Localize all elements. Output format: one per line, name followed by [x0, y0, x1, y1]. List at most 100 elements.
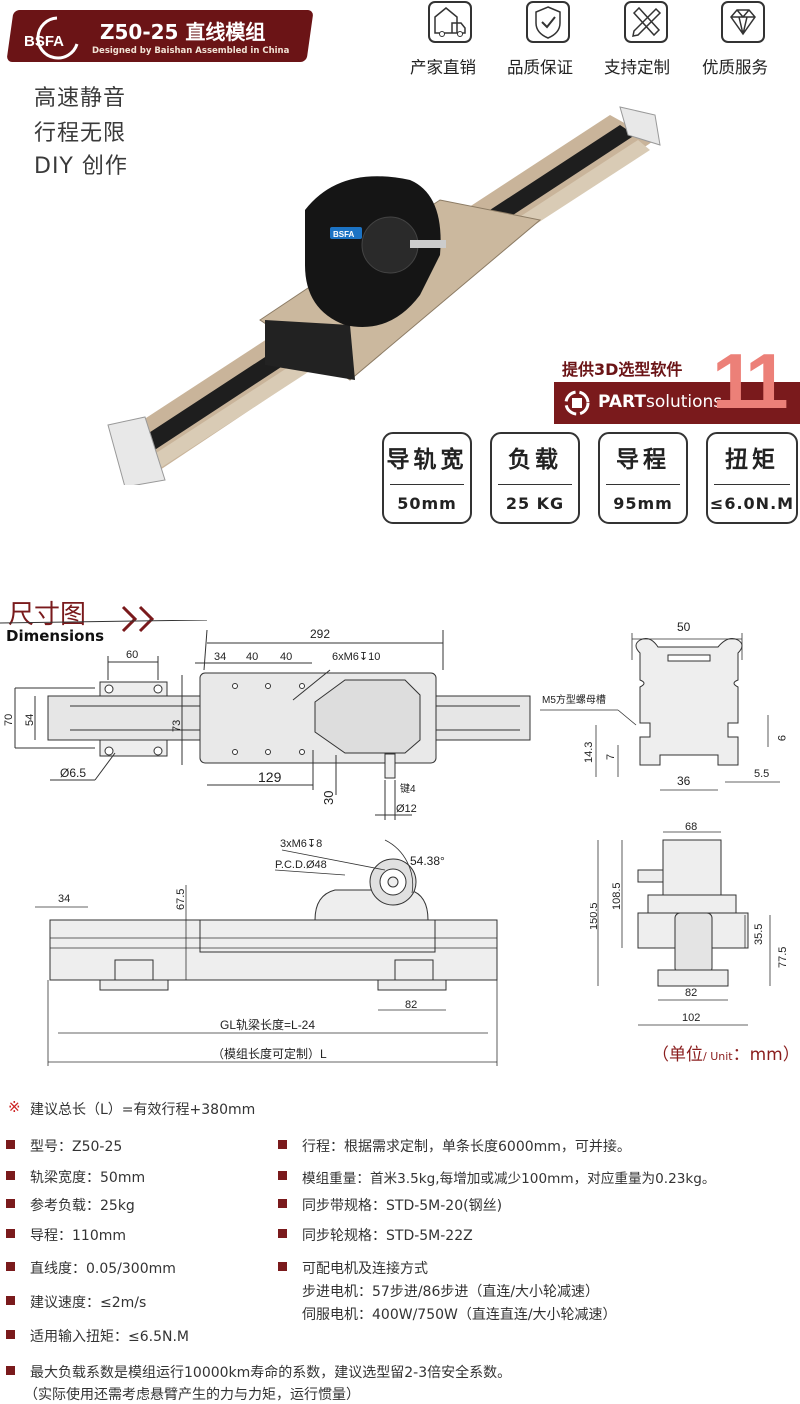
bullet — [6, 1140, 15, 1149]
dim-70: 70 — [3, 714, 15, 726]
dim-7: 7 — [605, 754, 617, 760]
tagline: 高速静音 — [34, 86, 127, 111]
footer-note: 最大负载系数是模组运行10000km寿命的系数，建议选型留2-3倍安全系数。 — [30, 1365, 512, 1381]
factory-truck-icon — [428, 1, 472, 43]
service-label: 品质保证 — [507, 58, 573, 77]
dim-40: 40 — [246, 651, 258, 663]
shield-check-icon — [526, 1, 570, 43]
double-chevron-icon — [121, 605, 155, 633]
bullet — [6, 1199, 15, 1208]
dim-292: 292 — [310, 627, 330, 641]
spec-item: 同步带规格：STD-5M-20(钢丝) — [302, 1198, 503, 1214]
page-title: Z50-25 直线模组 — [100, 20, 266, 44]
dim-hole-dia: Ø6.5 — [60, 766, 86, 780]
dim-14-3: 14.3 — [583, 742, 595, 763]
spec-item: 适用输入扭矩：≤6.5N.M — [30, 1329, 189, 1345]
brand-bold: PART — [598, 392, 646, 412]
spec-label: 负载 — [508, 447, 562, 473]
unit-cn: （单位 — [652, 1045, 703, 1065]
spec-label: 扭矩 — [725, 447, 779, 473]
dim-key: 键4 — [400, 782, 416, 795]
dim-82: 82 — [685, 987, 697, 999]
bullet — [6, 1296, 15, 1305]
bullet — [6, 1171, 15, 1180]
brand-rest: solutions — [645, 392, 723, 412]
dim-60: 60 — [126, 649, 138, 661]
bsfa-logo: BSFA — [24, 16, 79, 60]
spec-item: 导程：110mm — [30, 1228, 126, 1244]
note-total-length: 建议总长（L）=有效行程+380mm — [30, 1102, 256, 1118]
service-label: 优质服务 — [702, 58, 768, 77]
dim-150-5: 150.5 — [590, 902, 600, 930]
dim-3xm6: 3xM6↧8 — [280, 838, 322, 850]
note-mark: ※ — [8, 1098, 21, 1116]
dimensions-title-cn: 尺寸图 — [8, 600, 87, 630]
dim-67-5: 67.5 — [175, 889, 187, 910]
dim-68: 68 — [685, 821, 697, 833]
spec-item: 模组重量：首米3.5kg,每增加或减少100mm，对应重量为0.23kg。 — [302, 1171, 716, 1187]
dim-shaft: Ø12 — [396, 803, 417, 815]
dim-40: 40 — [280, 651, 292, 663]
section-view-drawing: 50 M5方型螺母槽 14.3 7 9 36 5.5 — [540, 620, 787, 791]
service-label: 产家直销 — [410, 58, 476, 77]
service-label: 支持定制 — [604, 58, 670, 77]
partsolutions-bar — [554, 382, 800, 424]
spec-value: 50mm — [397, 494, 457, 513]
bullet — [278, 1262, 287, 1271]
bullet — [6, 1229, 15, 1238]
dim-50: 50 — [677, 620, 691, 634]
motor-option: 伺服电机：400W/750W（直连直连/大小轮减速） — [302, 1307, 617, 1323]
unit-en: / Unit — [703, 1050, 733, 1063]
dim-pcd: P.C.D.Ø48 — [275, 859, 327, 871]
dim-holes: 6xM6↧10 — [332, 651, 380, 663]
bullet — [6, 1262, 15, 1271]
linear-module-image: BSFA — [107, 106, 661, 485]
spec-torque: 扭矩 ≤6.0N.M — [706, 432, 798, 524]
spec-item: 可配电机及连接方式 — [302, 1261, 428, 1277]
partsolutions-version: 11 — [712, 337, 789, 425]
top-view-drawing: 292 34 40 40 6xM6↧10 60 70 54 73 Ø6.5 12… — [0, 620, 531, 820]
tagline: DIY 创作 — [34, 154, 128, 179]
bullet — [278, 1229, 287, 1238]
dim-34-side: 34 — [58, 893, 70, 905]
page-subtitle: Designed by Baishan Assembled in China — [92, 46, 290, 56]
dim-35-5: 35.5 — [753, 924, 765, 945]
dim-54: 54 — [24, 714, 36, 726]
dim-34: 34 — [214, 651, 226, 663]
unit-value: ：mm） — [732, 1045, 800, 1065]
spec-item: 直线度：0.05/300mm — [30, 1261, 176, 1277]
dim-73: 73 — [171, 720, 183, 732]
dim-30: 30 — [321, 791, 336, 805]
dimensions-title-en: Dimensions — [6, 627, 105, 645]
unit-label: （单位/ Unit：mm） — [652, 1040, 800, 1065]
footer-note: （实际使用还需考虑悬臂产生的力与力矩，运行惯量） — [24, 1387, 360, 1403]
spec-value: ≤6.0N.M — [709, 494, 795, 513]
ruler-pencil-icon — [624, 1, 668, 43]
dim-102: 102 — [682, 1012, 700, 1024]
spec-item: 同步轮规格：STD-5M-22Z — [302, 1228, 473, 1244]
spec-value: 95mm — [613, 494, 673, 513]
spec-item: 行程：根据需求定制，单条长度6000mm，可并接。 — [302, 1139, 631, 1155]
dim-129: 129 — [258, 769, 282, 785]
dim-82-side: 82 — [405, 999, 417, 1011]
diamond-icon — [721, 1, 765, 43]
dim-5-5: 5.5 — [754, 768, 769, 780]
svg-text:BSFA: BSFA — [24, 33, 64, 50]
spec-item: 参考负载：25kg — [30, 1198, 135, 1214]
bullet — [278, 1140, 287, 1149]
dim-9: 9 — [775, 735, 787, 741]
bullet — [278, 1199, 287, 1208]
motor-option: 步进电机：57步进/86步进（直连/大小轮减速） — [302, 1284, 600, 1300]
side-view-drawing: 34 67.5 3xM6↧8 P.C.D.Ø48 54.38° 82 GL轨梁长… — [35, 838, 498, 1066]
spec-item: 轨梁宽度：50mm — [30, 1170, 146, 1186]
bullet — [6, 1366, 15, 1375]
dim-l: （模组长度可定制）L — [212, 1046, 327, 1061]
tagline: 行程无限 — [34, 121, 127, 146]
slot-label: M5方型螺母槽 — [542, 693, 606, 706]
dim-77-5: 77.5 — [777, 947, 789, 968]
end-view-drawing: 68 150.5 108.5 35.5 77.5 82 102 — [590, 821, 789, 1026]
bullet — [278, 1171, 287, 1180]
